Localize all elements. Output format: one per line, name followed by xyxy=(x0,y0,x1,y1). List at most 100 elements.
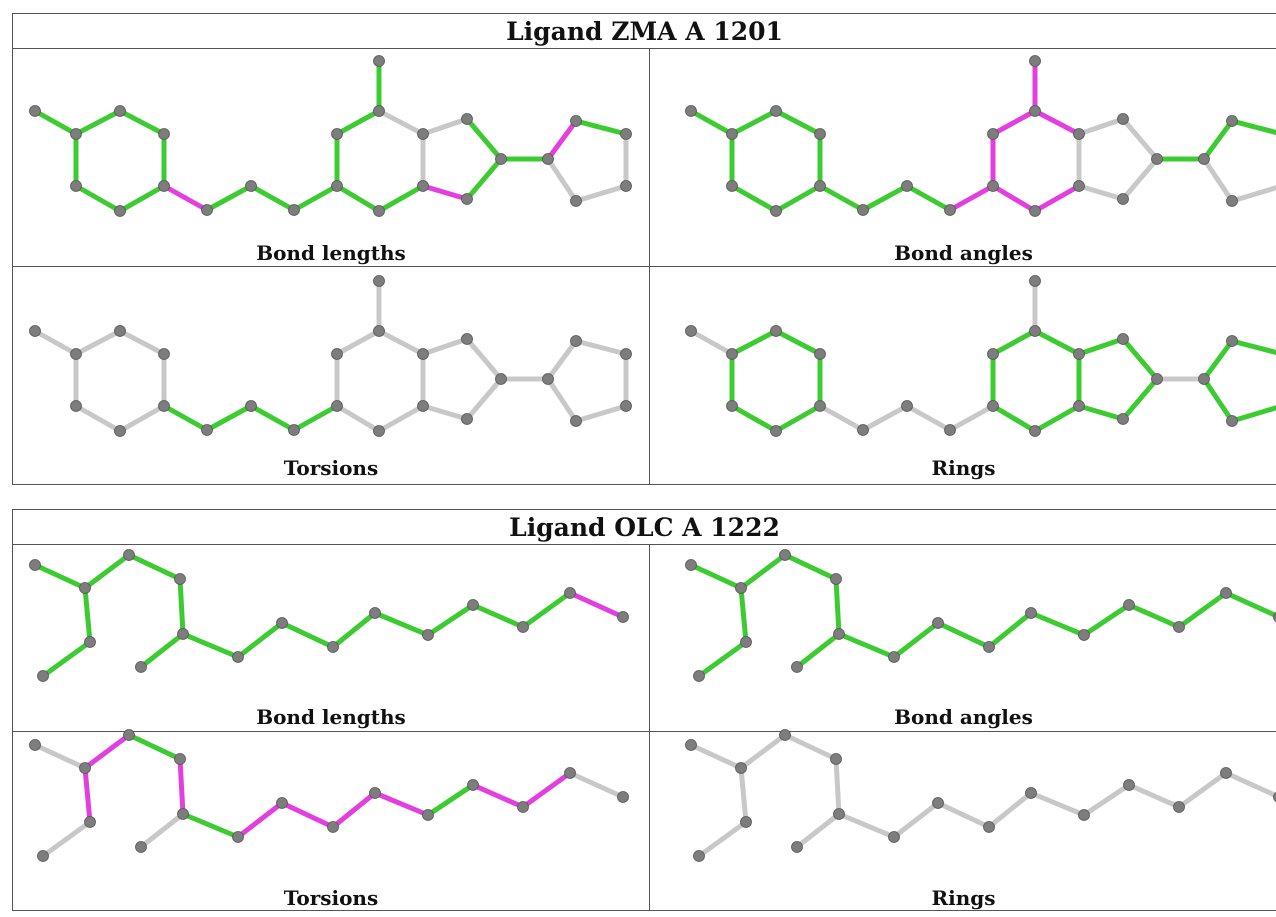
atom xyxy=(517,621,529,633)
atom xyxy=(1198,153,1210,165)
panel-caption: Rings xyxy=(931,456,996,480)
atom xyxy=(888,831,900,843)
atom xyxy=(791,841,803,853)
atom xyxy=(461,413,473,425)
bond xyxy=(334,108,382,137)
atom xyxy=(158,128,170,140)
bond xyxy=(947,183,996,213)
bond xyxy=(696,639,749,679)
bond xyxy=(935,620,992,650)
bond xyxy=(1032,108,1082,137)
bond xyxy=(126,732,183,762)
bond xyxy=(204,183,254,213)
atom xyxy=(726,400,738,412)
panel-caption: Torsions xyxy=(283,886,379,910)
bond xyxy=(1229,185,1276,204)
bond xyxy=(520,770,573,810)
atom xyxy=(158,348,170,360)
atom xyxy=(158,400,170,412)
atom xyxy=(114,105,126,117)
panel-caption: Bond lengths xyxy=(256,705,406,729)
bond xyxy=(696,819,749,859)
bond xyxy=(891,620,941,660)
bond xyxy=(729,183,779,214)
table-divider xyxy=(13,731,1276,732)
molecule-diagram-zma-rings xyxy=(685,275,1276,437)
bond xyxy=(1176,770,1229,810)
atom xyxy=(944,204,956,216)
bond xyxy=(248,403,297,433)
atom xyxy=(814,180,826,192)
panel-zma-bond-lengths: Bond lengths xyxy=(13,49,649,266)
atom xyxy=(1123,599,1135,611)
bond xyxy=(464,116,504,162)
bond xyxy=(782,552,839,582)
molecule-diagram-olc-bond-lengths xyxy=(29,549,629,682)
bond xyxy=(376,108,426,137)
atom xyxy=(417,128,429,140)
bond xyxy=(836,631,897,660)
bond xyxy=(180,631,241,660)
atom xyxy=(158,180,170,192)
bond xyxy=(248,183,297,213)
atom xyxy=(770,105,782,117)
atom xyxy=(417,400,429,412)
atom xyxy=(901,180,913,192)
bond xyxy=(738,552,788,591)
atom xyxy=(685,105,697,117)
atom xyxy=(84,636,96,648)
bond xyxy=(470,602,526,630)
atom xyxy=(830,573,842,585)
bond xyxy=(425,602,476,638)
bond xyxy=(32,108,79,137)
atom xyxy=(422,809,434,821)
atom xyxy=(620,128,632,140)
bond xyxy=(1120,116,1160,162)
atom xyxy=(123,729,135,741)
molecule-diagram-zma-bond-lengths xyxy=(29,55,632,217)
bond xyxy=(573,338,629,357)
atom xyxy=(770,325,782,337)
atom xyxy=(564,767,576,779)
atom xyxy=(1226,415,1238,427)
bond xyxy=(990,403,1038,434)
bond xyxy=(729,403,779,434)
atom xyxy=(1025,607,1037,619)
bond xyxy=(161,403,210,433)
bond xyxy=(82,765,93,825)
bond xyxy=(1120,156,1160,202)
atom xyxy=(373,105,385,117)
bond xyxy=(1076,116,1126,137)
atom xyxy=(177,628,189,640)
atom xyxy=(833,808,845,820)
bond xyxy=(372,610,431,638)
bond xyxy=(117,108,167,137)
bond xyxy=(1126,782,1182,810)
bond xyxy=(1081,602,1132,638)
atom xyxy=(114,205,126,217)
atom xyxy=(288,204,300,216)
atom xyxy=(79,762,91,774)
bond xyxy=(40,819,93,859)
atom xyxy=(1073,180,1085,192)
bond xyxy=(1229,338,1276,356)
panel-zma-bond-angles: Bond angles xyxy=(649,49,1276,266)
atom xyxy=(331,400,343,412)
atom xyxy=(373,205,385,217)
atom xyxy=(620,348,632,360)
atom xyxy=(1029,425,1041,437)
bond xyxy=(1028,610,1087,638)
atom xyxy=(135,841,147,853)
bond xyxy=(1120,336,1160,382)
atom xyxy=(276,797,288,809)
atom xyxy=(857,204,869,216)
bond xyxy=(425,782,476,818)
bond xyxy=(464,376,504,422)
atom xyxy=(1220,587,1232,599)
bond xyxy=(1032,183,1082,214)
atom xyxy=(570,415,582,427)
atom xyxy=(417,180,429,192)
atom xyxy=(1151,373,1163,385)
bond xyxy=(177,756,186,817)
atom xyxy=(779,729,791,741)
